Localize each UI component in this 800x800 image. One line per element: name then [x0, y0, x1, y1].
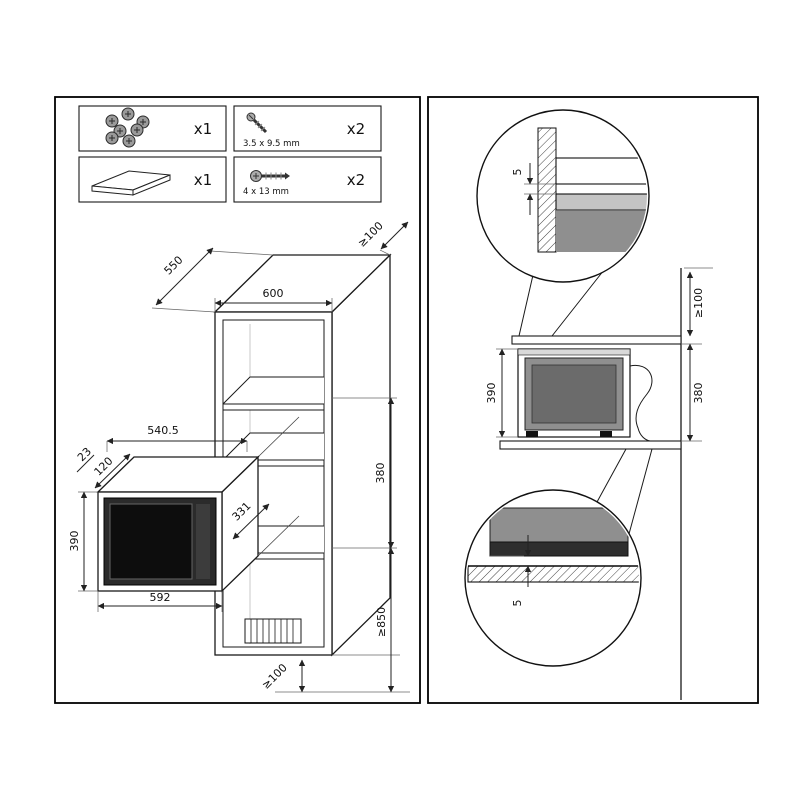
microwave-control-strip: [196, 504, 210, 579]
screw-b-size-label: 4 x 13 mm: [243, 187, 289, 197]
svg-text:≥100: ≥100: [692, 288, 705, 318]
detail-bottom-gap: 5: [464, 448, 653, 667]
dim-appliance-niche-width: 540.5: [106, 424, 248, 452]
screw-a-qty: x2: [347, 120, 365, 138]
dim-section-side-clearance: ≥100: [684, 267, 713, 337]
svg-text:600: 600: [263, 287, 284, 300]
dim-base-height: ≥850: [275, 547, 410, 693]
microwave-foot-rear: [600, 431, 612, 437]
shelf-section-bottom: [467, 565, 639, 583]
screw-pack-qty: x1: [194, 120, 212, 138]
svg-text:≥850: ≥850: [375, 607, 388, 637]
svg-text:390: 390: [68, 531, 81, 552]
top-shelf-board: [511, 335, 682, 345]
shelf-section: [555, 157, 647, 185]
dim-appliance-offset: 23: [75, 445, 95, 473]
screw-a-size-label: 3.5 x 9.5 mm: [243, 139, 300, 149]
dim-section-appliance-height: 390: [485, 348, 518, 438]
section-view: ≥100 390 380: [485, 267, 713, 700]
dim-appliance-height: 390: [68, 491, 98, 592]
microwave-isometric: [96, 416, 300, 593]
vent-grille: [244, 618, 302, 644]
svg-text:380: 380: [692, 383, 705, 404]
svg-text:5: 5: [511, 600, 524, 607]
appliance-bottom-band: [489, 541, 629, 557]
microwave-door-window: [109, 503, 193, 580]
screw-b-qty: x2: [347, 171, 365, 189]
cabinet-right-face: [331, 253, 391, 657]
parts-box-screw-pack: [78, 105, 227, 152]
screw-icon-small: [246, 112, 268, 134]
appliance-bottom-body: [489, 507, 629, 543]
svg-text:592: 592: [150, 591, 171, 604]
cabinet-isometric: [213, 253, 392, 657]
dim-appliance-width: 592: [97, 591, 223, 612]
svg-text:5: 5: [511, 169, 524, 176]
bottom-shelf-board: [499, 440, 682, 450]
svg-text:380: 380: [374, 463, 387, 484]
microwave-foot-front: [526, 431, 538, 437]
microwave-side-section: [517, 348, 653, 442]
power-cord: [629, 364, 653, 442]
dim-top-gap: 5: [511, 163, 556, 215]
dim-cabinet-width: 600: [214, 287, 333, 312]
front-trim-section: [537, 127, 557, 253]
detail-top-gap: 5: [476, 109, 650, 337]
dim-niche-height: 380: [332, 397, 397, 549]
parts-list: x1 x1 3.5 x 9.5 mm x2: [78, 105, 382, 203]
screw-cluster-icon: [105, 107, 150, 148]
dim-section-niche-height: 380: [681, 343, 705, 442]
screw-icon-pan: [250, 170, 290, 182]
bracket-qty: x1: [194, 171, 212, 189]
svg-text:540.5: 540.5: [147, 424, 179, 437]
svg-text:390: 390: [485, 383, 498, 404]
parts-box-screw-a: [233, 105, 382, 152]
mounting-bracket-icon: [91, 170, 171, 196]
dim-bottom-gap: 5: [490, 535, 532, 607]
